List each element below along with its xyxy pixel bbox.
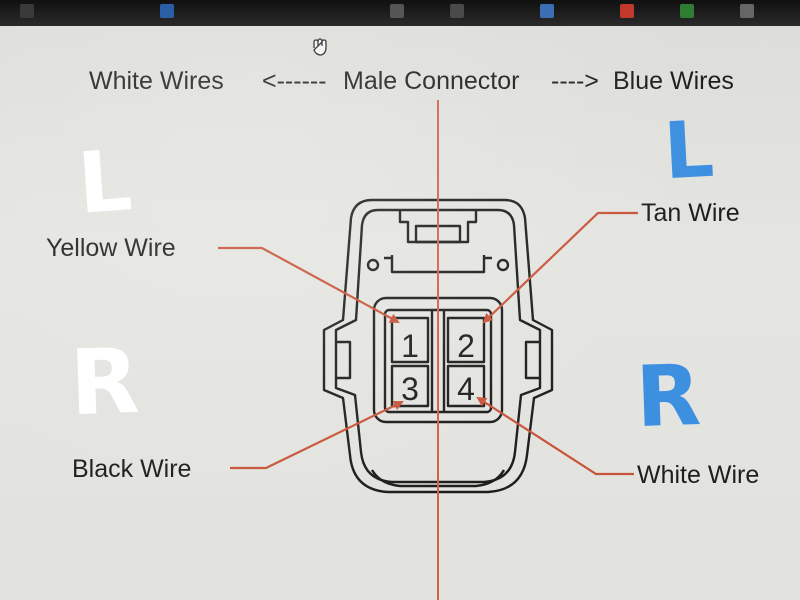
white-wire-leader — [476, 396, 634, 476]
yellow-wire-label: Yellow Wire — [46, 234, 176, 262]
right-arrow-text: ----> — [551, 67, 599, 95]
taskbar-app-icon[interactable] — [620, 4, 634, 18]
handwritten-left-bottom-mark: R — [68, 328, 142, 437]
yellow-wire-leader — [218, 246, 400, 323]
taskbar-app-icon[interactable] — [540, 4, 554, 18]
taskbar-app-icon[interactable] — [160, 4, 174, 18]
tan-wire-label: Tan Wire — [641, 199, 740, 227]
taskbar-app-icon[interactable] — [680, 4, 694, 18]
handwritten-left-top-mark: L — [74, 131, 135, 233]
taskbar-app-icon[interactable] — [450, 4, 464, 18]
taskbar-app-icon[interactable] — [390, 4, 404, 18]
handwritten-right-top-mark: L — [661, 104, 717, 198]
handwritten-right-bottom-mark: R — [634, 345, 703, 447]
pin-2-label: 2 — [457, 328, 475, 364]
taskbar-app-icon[interactable] — [740, 4, 754, 18]
blue-wires-label: Blue Wires — [613, 67, 734, 95]
pin-1-label: 1 — [401, 328, 419, 364]
white-wire-label: White Wire — [637, 461, 759, 489]
hand-cursor-icon — [313, 38, 327, 56]
pin-3-label: 3 — [401, 371, 419, 407]
taskbar — [0, 0, 800, 26]
taskbar-app-icon[interactable] — [20, 4, 34, 18]
pin-4-label: 4 — [457, 371, 475, 407]
white-wires-label: White Wires — [89, 67, 224, 95]
male-connector-title: Male Connector — [343, 67, 519, 95]
tan-wire-leader — [482, 211, 638, 324]
left-arrow-text: <------ — [262, 67, 327, 95]
black-wire-label: Black Wire — [72, 455, 191, 483]
black-wire-leader — [230, 400, 404, 470]
